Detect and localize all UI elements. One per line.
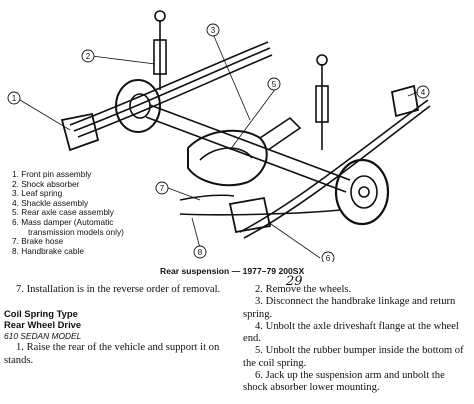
legend-item: 5. Rear axle case assembly [12, 207, 114, 218]
handbrake-cable [179, 209, 341, 216]
section-heading: Coil Spring Type [4, 308, 78, 320]
legend-item: 8. Handbrake cable [12, 245, 84, 256]
front-pin-assembly [60, 112, 100, 152]
left-leaf-spring [69, 41, 269, 126]
lower-bracket [228, 196, 272, 234]
handwritten-note: 29 [286, 274, 303, 289]
legend-item: 3. Leaf spring [12, 188, 63, 199]
step-4: 4. Unbolt the axle driveshaft flange at … [243, 320, 459, 345]
step-1: 1. Raise the rear of the vehicle and sup… [4, 342, 220, 366]
right-column: 2. Remove the wheels. 3. Disconnect the … [243, 284, 471, 395]
step-7: 7. Installation is in the reverse order … [16, 284, 221, 295]
left-column: 7. Installation is in the reverse order … [4, 284, 232, 367]
shackle-assembly [390, 84, 420, 118]
figure-caption: Rear suspension — 1977–79 200SX [160, 266, 305, 276]
rear-suspension-diagram: 1 2 3 4 5 6 7 8 [7, 10, 431, 262]
axle-tube [149, 104, 351, 181]
step-3: 3. Disconnect the handbrake linkage and … [243, 296, 456, 320]
callout-8: 8 [198, 248, 203, 257]
legend-item: 2. Shock absorber [12, 178, 80, 189]
differential-housing [187, 129, 268, 187]
callout-4: 4 [421, 88, 426, 97]
legend-item: transmission models only) [28, 226, 124, 237]
brake-hose [179, 194, 235, 201]
callout-7: 7 [160, 184, 165, 193]
callout-6: 6 [326, 254, 331, 262]
step-6: 6. Jack up the suspension arm and unbolt… [243, 370, 445, 394]
section-subheading: Rear Wheel Drive [4, 319, 82, 331]
step-5: 5. Unbolt the rubber bumper inside the b… [243, 345, 464, 369]
legend-item: 7. Brake hose [12, 236, 64, 247]
callout-1: 1 [12, 94, 17, 103]
legend-item: 6. Mass damper (Automatic [12, 216, 114, 227]
parts-legend: 1. Front pin assembly 2. Shock absorber … [12, 169, 124, 256]
step-2: 2. Remove the wheels. [255, 284, 352, 295]
model-label: 610 SEDAN MODEL [4, 331, 82, 342]
legend-item: 4. Shackle assembly [12, 197, 89, 208]
left-brake-drum [115, 79, 161, 133]
right-brake-drum [334, 158, 390, 226]
right-leaf-spring [239, 99, 429, 233]
callout-3: 3 [211, 26, 216, 35]
callout-2: 2 [86, 52, 91, 61]
legend-item: 1. Front pin assembly [12, 169, 92, 179]
callout-5: 5 [272, 80, 277, 89]
